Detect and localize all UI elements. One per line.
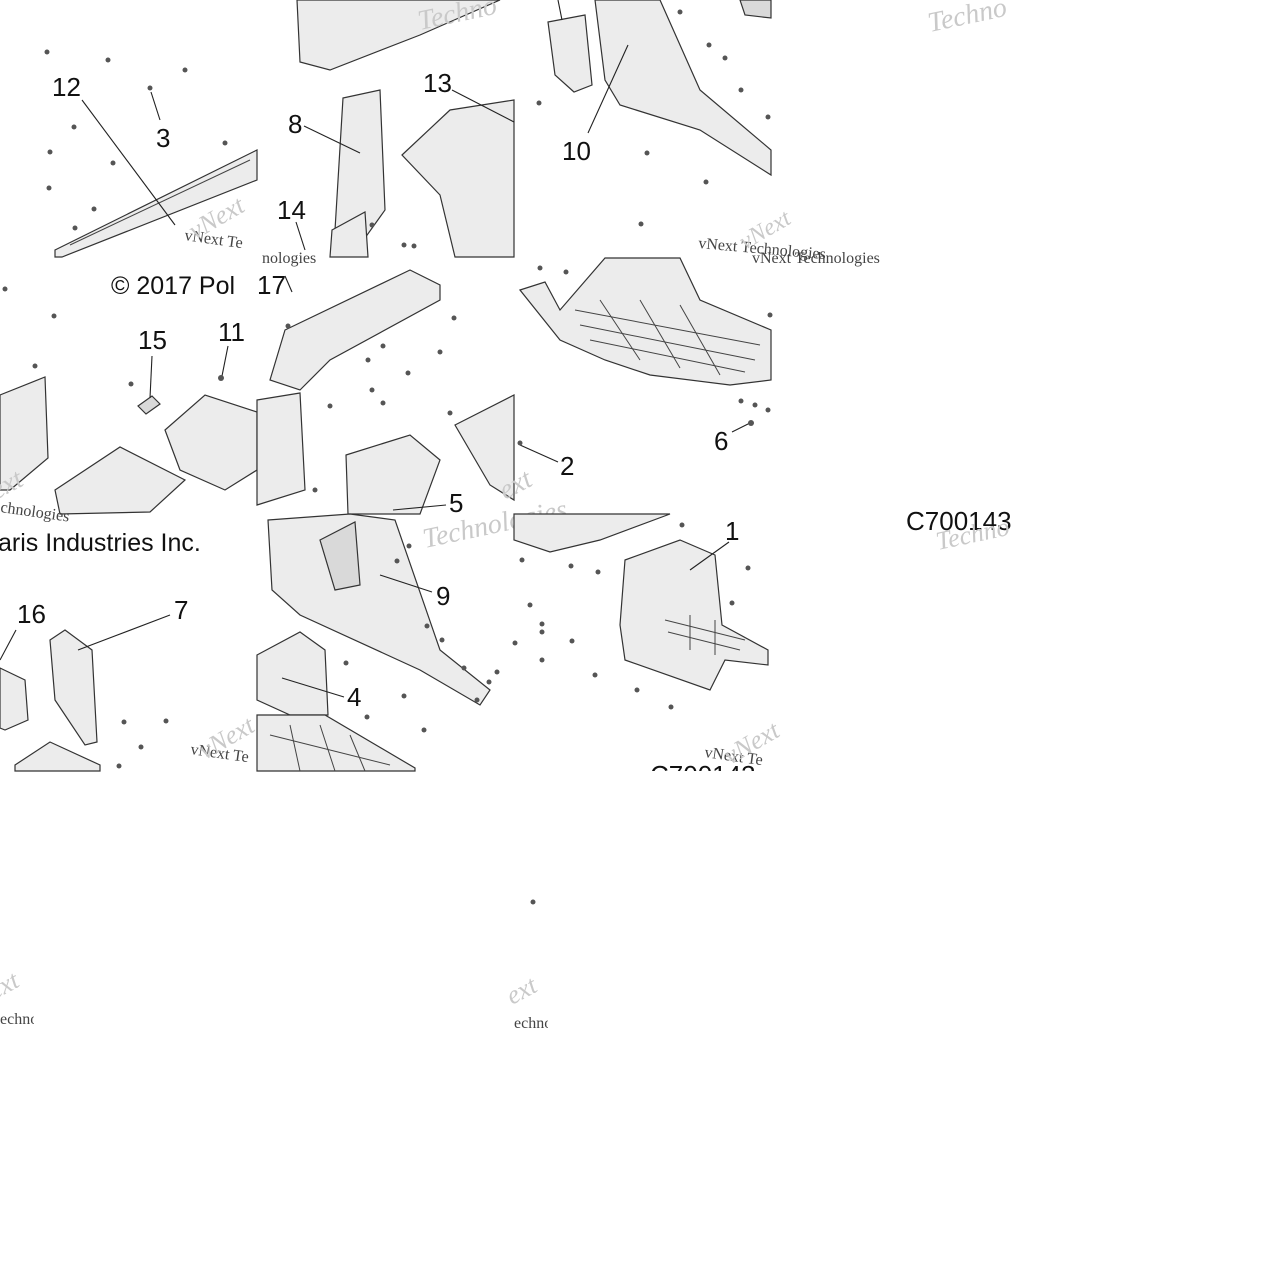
watermark-techno-1: Techno bbox=[415, 0, 500, 37]
part-4-panel bbox=[256, 631, 329, 716]
watermark-vnext-technologies-2: vNext Technologies bbox=[752, 250, 880, 267]
hardware-bolts-c bbox=[285, 315, 457, 493]
hardware-bolts-bl bbox=[116, 718, 169, 769]
part-left-panel bbox=[0, 376, 49, 491]
callout-16: 16 bbox=[17, 599, 46, 629]
part-15-clip bbox=[137, 395, 161, 415]
leader-16 bbox=[0, 629, 17, 661]
callout-7: 7 bbox=[174, 595, 188, 625]
leader-14 bbox=[295, 221, 306, 251]
figure-code: C700143 bbox=[906, 506, 1012, 536]
leader-2 bbox=[519, 444, 559, 463]
watermark-nologies: nologies bbox=[262, 250, 316, 267]
watermark-techno-2: Techno bbox=[925, 0, 1010, 39]
leader-1 bbox=[689, 541, 730, 571]
part-center-left bbox=[256, 392, 306, 506]
watermark-echno-2: echno bbox=[514, 1015, 552, 1032]
part-tray bbox=[54, 446, 187, 515]
part-lower-bracket bbox=[14, 741, 101, 772]
part-small-block bbox=[547, 14, 593, 93]
leader-4 bbox=[281, 677, 345, 698]
leader-6 bbox=[731, 422, 751, 433]
part-11-bin bbox=[164, 394, 258, 491]
leader-upper bbox=[557, 0, 563, 21]
tile-center: 17 5 nologies bbox=[256, 250, 515, 518]
hardware-bolts-mr bbox=[517, 265, 773, 446]
part-12-rail bbox=[54, 149, 258, 258]
callout-3: 3 bbox=[156, 123, 170, 153]
part-14-bracket bbox=[329, 211, 369, 258]
tile-middle-right: 2 6 ext Technologies vNext Technologies bbox=[420, 250, 880, 555]
copyright-right: aris Industries Inc. bbox=[0, 529, 201, 557]
hardware-bolts-br bbox=[512, 522, 751, 710]
part-5-side bbox=[345, 434, 441, 515]
part-center-right bbox=[454, 394, 515, 502]
watermark-ext-4: ext bbox=[501, 970, 542, 1010]
part-upper-panel bbox=[296, 0, 501, 71]
tile-middle-left: © 2017 Pol 15 11 ext chnologies bbox=[0, 272, 258, 526]
leader-7 bbox=[77, 614, 171, 651]
hardware-bolts-tm bbox=[369, 222, 417, 249]
tile-bottom-middle: 9 4 bbox=[256, 513, 500, 772]
callout-5: 5 bbox=[449, 488, 463, 518]
callout-14: 14 bbox=[277, 195, 306, 225]
part-window bbox=[319, 521, 361, 591]
part-9-frame bbox=[267, 513, 491, 706]
tile-top-middle: 8 13 14 Techno bbox=[277, 0, 515, 258]
hardware-bolts-ml bbox=[2, 286, 224, 387]
part-left-mat bbox=[513, 513, 671, 553]
callout-4: 4 bbox=[347, 682, 361, 712]
leader-15 bbox=[149, 355, 153, 399]
watermark-ext-3: ext bbox=[0, 965, 24, 1005]
floor-grate bbox=[574, 299, 761, 376]
part-16-bin bbox=[0, 667, 29, 731]
callout-15: 15 bbox=[138, 325, 167, 355]
part-top-bracket bbox=[739, 0, 772, 19]
callout-10: 10 bbox=[562, 136, 591, 166]
crop-mask-mid bbox=[548, 960, 628, 1040]
tile-top-right: 10 vNext Technologies vNext bbox=[536, 0, 827, 263]
part-10-frame bbox=[594, 0, 772, 177]
leader-12 bbox=[81, 99, 176, 226]
leader-8 bbox=[303, 125, 361, 154]
leader-10 bbox=[587, 44, 629, 134]
callout-11: 11 bbox=[218, 317, 245, 347]
part-floor-grate-bl bbox=[256, 714, 416, 772]
callout-1: 1 bbox=[725, 516, 739, 546]
hardware-bolts-tr bbox=[536, 9, 771, 227]
callout-8: 8 bbox=[288, 109, 302, 139]
callout-2: 2 bbox=[560, 451, 574, 481]
part-7-panel bbox=[49, 629, 98, 746]
callout-13: 13 bbox=[423, 68, 452, 98]
part-floor-mat bbox=[518, 257, 772, 386]
part-13-dash bbox=[401, 99, 515, 258]
tile-top-left: 12 3 vNext Te vNext bbox=[44, 49, 258, 258]
callout-12: 12 bbox=[52, 72, 81, 102]
callout-6: 6 bbox=[714, 426, 728, 456]
leader-11 bbox=[221, 345, 229, 377]
leader-5 bbox=[392, 504, 447, 511]
crop-mask-left bbox=[34, 960, 114, 1040]
tile-bottom-left: aris Industries Inc. 16 7 vNext Te vNext bbox=[0, 529, 260, 772]
watermark-echno-1: echno bbox=[0, 1011, 38, 1028]
leader-9 bbox=[379, 574, 433, 593]
part-8-panel bbox=[334, 89, 386, 239]
callout-9: 9 bbox=[436, 581, 450, 611]
leader-17 bbox=[284, 275, 293, 293]
part-1-console bbox=[619, 539, 769, 691]
leader-13 bbox=[451, 89, 515, 123]
callout-17: 17 bbox=[257, 270, 286, 300]
stray-bolt bbox=[530, 899, 536, 905]
copyright-left: © 2017 Pol bbox=[111, 272, 235, 300]
hardware-bolts-tl bbox=[44, 49, 228, 231]
tile-bottom-right: 1 vNext Te vNext C700143 bbox=[512, 513, 785, 790]
crop-mask bbox=[600, 771, 800, 801]
leader-3 bbox=[150, 91, 161, 121]
hardware-bolts-bm bbox=[343, 543, 500, 733]
part-17-firewall bbox=[269, 269, 441, 391]
